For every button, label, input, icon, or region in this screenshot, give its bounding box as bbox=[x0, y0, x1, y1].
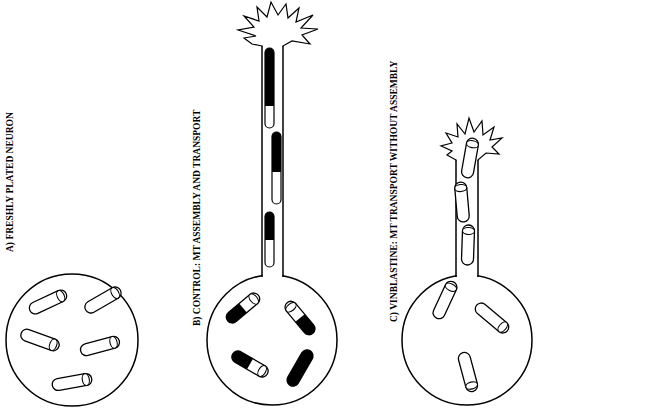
neuron-a bbox=[6, 274, 138, 406]
neuron-c bbox=[402, 118, 532, 405]
panel-label: B) CONTROL: MT ASSEMBLY AND TRANSPORT bbox=[193, 110, 203, 326]
panel-label: C) VINBLASTINE: MT TRANSPORT WITHOUT ASS… bbox=[390, 61, 400, 322]
panel-label: A) FRESHLY PLATED NEURON bbox=[6, 112, 16, 252]
neuron-b bbox=[207, 2, 337, 405]
